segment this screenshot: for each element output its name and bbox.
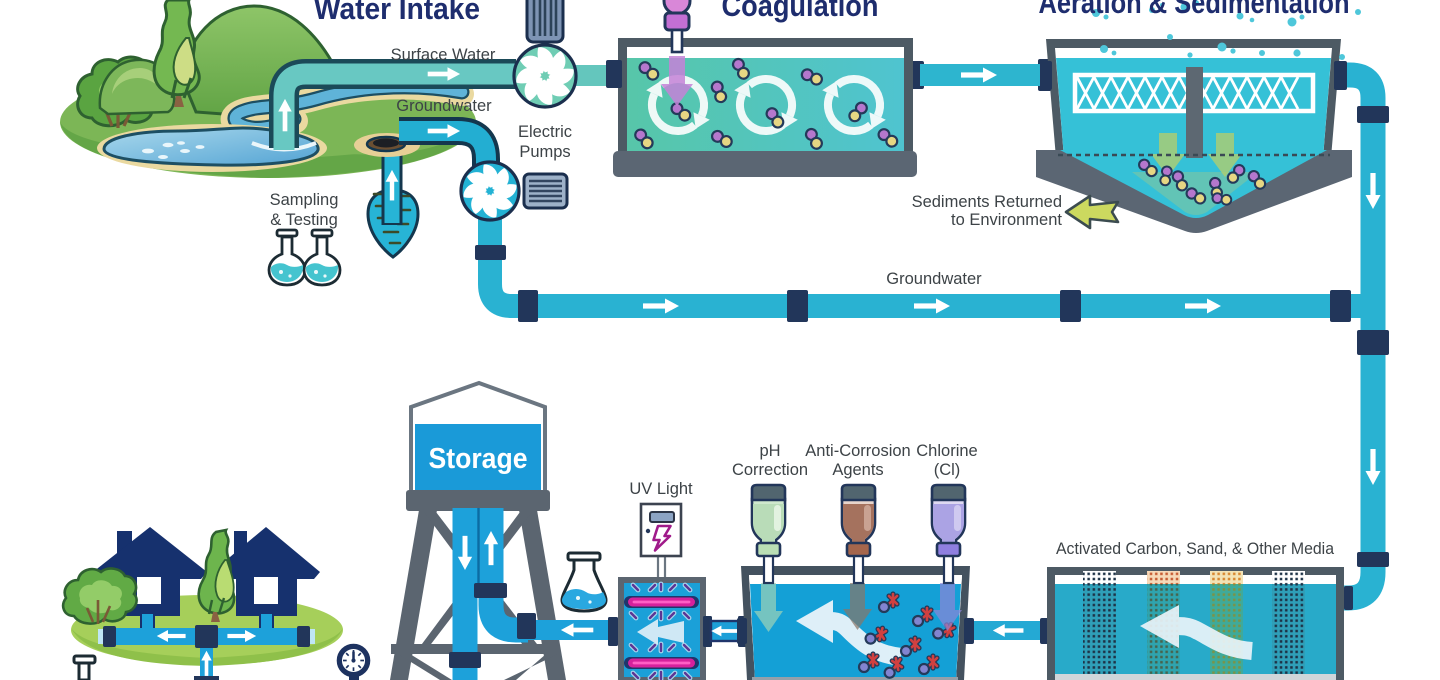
svg-text:Surface Water: Surface Water bbox=[391, 46, 496, 64]
svg-text:Correction: Correction bbox=[732, 461, 808, 479]
svg-text:Groundwater: Groundwater bbox=[396, 97, 492, 115]
svg-text:Pumps: Pumps bbox=[519, 143, 570, 161]
svg-text:Storage: Storage bbox=[429, 443, 528, 475]
svg-text:Electric: Electric bbox=[518, 123, 572, 141]
svg-text:UV Light: UV Light bbox=[629, 480, 693, 498]
svg-text:Water Intake: Water Intake bbox=[314, 0, 480, 26]
svg-text:Activated Carbon, Sand, & Othe: Activated Carbon, Sand, & Other Media bbox=[1056, 540, 1335, 558]
svg-text:& Testing: & Testing bbox=[270, 211, 338, 229]
svg-text:Aeration & Sedimentation: Aeration & Sedimentation bbox=[1039, 0, 1350, 20]
svg-text:pH: pH bbox=[759, 442, 780, 460]
svg-text:Agents: Agents bbox=[832, 461, 883, 479]
svg-text:Coagulation: Coagulation bbox=[722, 0, 879, 23]
svg-text:(Cl): (Cl) bbox=[934, 461, 961, 479]
svg-text:Groundwater: Groundwater bbox=[886, 270, 982, 288]
svg-text:Sediments Returned: Sediments Returned bbox=[912, 193, 1062, 211]
svg-text:Sampling: Sampling bbox=[270, 191, 339, 209]
svg-text:Anti-Corrosion: Anti-Corrosion bbox=[805, 442, 910, 460]
svg-text:to Environment: to Environment bbox=[951, 211, 1062, 229]
svg-text:Chlorine: Chlorine bbox=[916, 442, 977, 460]
